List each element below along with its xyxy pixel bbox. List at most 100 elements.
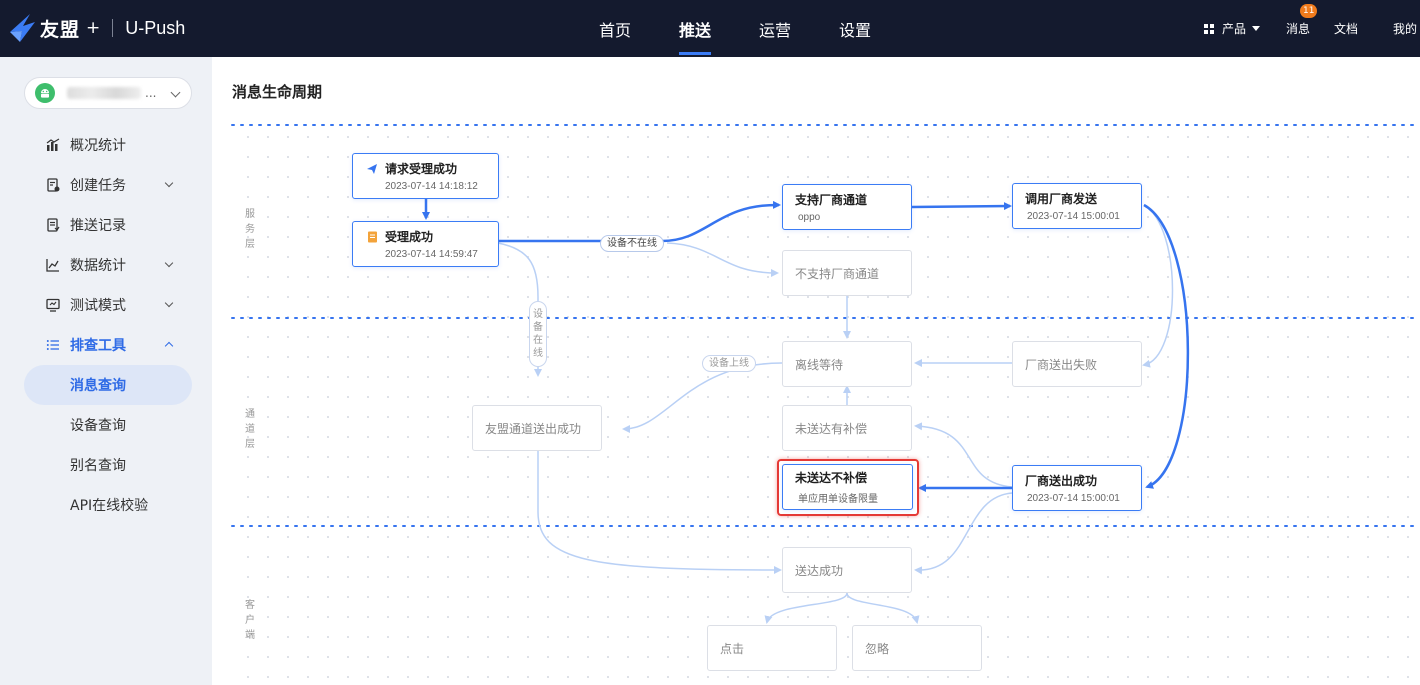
edge-offline-to-umeng	[622, 362, 783, 433]
node-click[interactable]: 点击	[707, 625, 837, 671]
layer-label-channel: 通道层	[245, 409, 255, 450]
chevron-down-icon	[164, 298, 174, 308]
sidebar-item-overview[interactable]: 概况统计	[24, 125, 192, 165]
grid-icon	[1204, 23, 1214, 34]
node-title: 送达成功	[795, 563, 844, 578]
list-icon	[46, 338, 60, 352]
sidebar-subitem-device-query[interactable]: 设备查询	[70, 418, 126, 434]
edge-accept-to-online	[497, 242, 542, 377]
node-title: 未送达不补偿	[795, 471, 868, 485]
chart-icon	[46, 138, 60, 152]
caret-down-icon	[1252, 26, 1261, 31]
messages-link[interactable]: 消息 11	[1286, 4, 1318, 37]
sidebar-item-push-records[interactable]: 推送记录	[24, 205, 192, 245]
edge-label-device-online-text: 设备在线	[533, 309, 543, 359]
nav-operations[interactable]: 运营	[758, 20, 791, 40]
sidebar-item-troubleshoot[interactable]: 排查工具	[24, 325, 192, 365]
right-nav: 产品 消息 11 文档 我的	[1200, 0, 1417, 57]
node-vendor-send-failed[interactable]: 厂商送出失败	[1012, 341, 1142, 387]
edge-callvendor-to-vendorsent	[1143, 203, 1190, 489]
app-name-ellipsis: ...	[145, 86, 157, 100]
brand-plus: +	[86, 18, 101, 38]
edge-vendorsent-to-delivered	[914, 492, 1013, 575]
edge-delivered-to-ignore	[846, 592, 920, 624]
brand-separator	[112, 19, 114, 37]
node-title: 未送达有补偿	[795, 421, 868, 436]
node-title: 离线等待	[795, 357, 844, 372]
node-undelivered-not-compensated[interactable]: 未送达不补偿 单应用单设备限量	[782, 464, 913, 510]
node-vendor-sent[interactable]: 厂商送出成功 2023-07-14 15:00:01	[1012, 465, 1142, 511]
node-no-vendor-channel[interactable]: 不支持厂商通道	[782, 250, 912, 296]
node-delivered[interactable]: 送达成功	[782, 547, 912, 593]
node-call-vendor[interactable]: 调用厂商发送 2023-07-14 15:00:01	[1012, 183, 1142, 229]
umeng-logo[interactable]: 友盟 + U-Push	[8, 10, 185, 46]
node-title: 请求受理成功	[385, 162, 458, 176]
record-icon	[46, 218, 60, 232]
sidebar-subitem-alias-query[interactable]: 别名查询	[70, 458, 126, 474]
node-title: 支持厂商通道	[795, 193, 868, 207]
nav-settings[interactable]: 设置	[838, 20, 871, 40]
node-title: 不支持厂商通道	[795, 266, 880, 281]
products-menu[interactable]: 产品	[1200, 20, 1261, 37]
sidebar-item-test-mode[interactable]: 测试模式	[24, 285, 192, 325]
android-icon	[35, 83, 55, 103]
products-label: 产品	[1222, 22, 1247, 36]
nav-push[interactable]: 推送	[655, 0, 735, 57]
sidebar-subitem-api-check[interactable]: API在线校验	[70, 498, 149, 514]
docs-link[interactable]: 文档	[1334, 20, 1358, 37]
node-ignore[interactable]: 忽略	[852, 625, 982, 671]
sidebar-item-label: 数据统计	[70, 258, 126, 274]
node-umeng-sent[interactable]: 友盟通道送出成功	[472, 405, 602, 451]
edge-accept-to-vendor	[498, 200, 781, 243]
node-title: 友盟通道送出成功	[485, 421, 582, 436]
sidebar-item-label: 推送记录	[70, 218, 126, 234]
nav-home[interactable]: 首页	[598, 20, 631, 40]
node-offline-wait[interactable]: 离线等待	[782, 341, 912, 387]
stats-icon	[46, 258, 60, 272]
node-undelivered-compensated[interactable]: 未送达有补偿	[782, 405, 912, 451]
sidebar-item-label: 测试模式	[70, 298, 126, 314]
send-icon	[365, 162, 379, 176]
node-time: 2023-07-14 14:18:12	[385, 181, 478, 192]
node-subtitle: oppo	[798, 212, 821, 223]
node-title: 受理成功	[385, 230, 434, 244]
main-content: 消息生命周期	[212, 57, 1420, 685]
edge-callvendor-to-vendorfail	[1142, 204, 1174, 368]
sidebar-subitem-message-query[interactable]: 消息查询	[24, 365, 192, 405]
edge-label-device-offline: 设备不在线	[600, 235, 664, 252]
docs-label: 文档	[1334, 22, 1359, 36]
node-time: 2023-07-14 14:59:47	[385, 249, 478, 260]
node-title: 调用厂商发送	[1025, 192, 1098, 206]
sidebar-menu: 概况统计 创建任务 推送记录 数据统计 测试模式	[24, 125, 192, 525]
mine-link[interactable]: 我的	[1393, 20, 1417, 37]
app-name-blurred	[67, 87, 141, 99]
sidebar-item-label: 创建任务	[70, 178, 126, 194]
layer-label-service: 服务层	[245, 209, 255, 250]
node-request-accepted[interactable]: 请求受理成功 2023-07-14 14:18:12	[352, 153, 499, 199]
sidebar-item-label: 概况统计	[70, 138, 126, 154]
product-name: U-Push	[125, 17, 186, 38]
edge-delivered-to-click	[764, 592, 848, 624]
edge-umeng-to-delivered	[537, 450, 782, 574]
node-vendor-channel[interactable]: 支持厂商通道 oppo	[782, 184, 912, 230]
sidebar: ... 概况统计 创建任务 推送记录 数据统计	[0, 57, 212, 685]
node-title: 厂商送出失败	[1025, 357, 1098, 372]
document-icon	[365, 230, 379, 244]
app-selector[interactable]: ...	[24, 77, 192, 109]
highlight-frame	[777, 459, 919, 516]
chevron-up-icon	[164, 341, 174, 351]
sidebar-item-create-task[interactable]: 创建任务	[24, 165, 192, 205]
sidebar-item-data-stats[interactable]: 数据统计	[24, 245, 192, 285]
page-title: 消息生命周期	[232, 83, 323, 101]
top-navbar: 友盟 + U-Push 首页 推送 运营 设置 产品 消息 11 文档 我的	[0, 0, 1420, 57]
edge-vendor-to-callvendor	[911, 202, 1012, 211]
node-accepted[interactable]: 受理成功 2023-07-14 14:59:47	[352, 221, 499, 267]
messages-badge: 11	[1300, 4, 1318, 18]
node-title: 厂商送出成功	[1025, 474, 1098, 488]
lifecycle-diagram: 服务层 通道层 客户端 请求受理成功 2023-07-14 14:18:12 受	[212, 57, 1420, 685]
edge-vendorsent-to-comp	[914, 422, 1013, 488]
task-icon	[46, 178, 60, 192]
node-title: 点击	[720, 641, 745, 656]
edge-label-device-online: 设备在线	[529, 301, 547, 367]
edge-label-device-up: 设备上线	[702, 355, 756, 372]
